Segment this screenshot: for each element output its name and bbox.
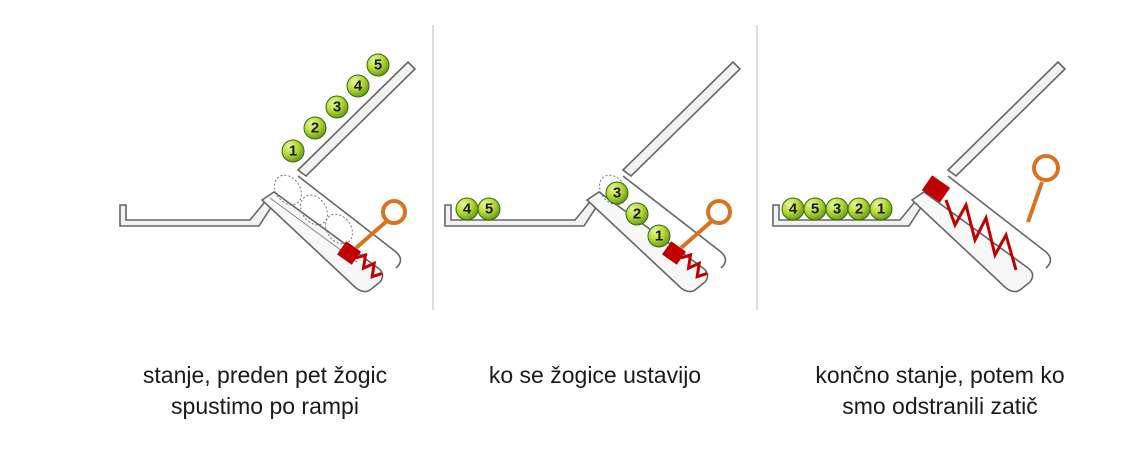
ball-1: 1 [647, 224, 671, 248]
launch-tube [910, 191, 1034, 293]
ball-4: 4 [781, 197, 805, 221]
pin-rod [1026, 181, 1044, 223]
ball-3: 3 [605, 181, 629, 205]
caption-stopped-line-1: ko se žogice ustavijo [488, 362, 702, 388]
svg-text:4: 4 [463, 201, 472, 218]
svg-text:2: 2 [855, 201, 863, 218]
ramp-upper [621, 60, 742, 178]
spring [355, 252, 383, 279]
svg-text:3: 3 [613, 185, 621, 202]
ball-1: 1 [869, 197, 893, 221]
spring [680, 252, 708, 279]
svg-text:5: 5 [485, 201, 493, 218]
pin-rod [679, 218, 715, 250]
ball-2: 2 [847, 197, 871, 221]
svg-text:3: 3 [833, 201, 841, 218]
svg-text:5: 5 [811, 201, 819, 218]
track-floor [119, 197, 279, 227]
ball-2: 2 [625, 202, 649, 226]
ball-5: 5 [803, 197, 827, 221]
ball-3: 3 [825, 197, 849, 221]
launch-tube [260, 191, 384, 293]
caption-stopped: ko se žogice ustavijo [440, 360, 750, 391]
svg-text:3: 3 [333, 99, 341, 116]
panel-before-apparatus: 1 2 3 4 5 [119, 53, 417, 293]
caption-before-line-1: stanje, preden pet žogic [142, 362, 388, 388]
pin-ring [381, 199, 407, 225]
ball-4: 4 [346, 74, 370, 98]
svg-text:2: 2 [633, 206, 641, 223]
ball-5: 5 [477, 197, 501, 221]
ramp-upper [296, 60, 417, 178]
svg-text:2: 2 [311, 120, 319, 137]
ball-5: 5 [366, 53, 390, 77]
plunger [921, 175, 951, 203]
ball-1: 1 [281, 139, 305, 163]
launch-tube [585, 191, 709, 293]
ball-2: 2 [303, 116, 327, 140]
ball-4: 4 [455, 197, 479, 221]
ball-3: 3 [325, 95, 349, 119]
plunger [662, 241, 686, 265]
pin-ring [1032, 154, 1060, 182]
ramp-upper [946, 60, 1067, 178]
panel-final-apparatus: 4 5 3 2 1 [772, 60, 1067, 293]
pin-rod [354, 218, 390, 250]
caption-final: končno stanje, potem ko smo odstranili z… [765, 360, 1115, 422]
svg-text:1: 1 [877, 201, 885, 218]
svg-text:4: 4 [789, 201, 798, 218]
panel-stopped-apparatus: 4 5 3 2 1 [444, 60, 742, 293]
svg-text:1: 1 [289, 143, 297, 160]
svg-text:5: 5 [374, 57, 382, 74]
svg-text:1: 1 [655, 228, 663, 245]
pin-ring [706, 199, 732, 225]
caption-before-line-2: spustimo po rampi [171, 393, 359, 419]
svg-text:4: 4 [354, 78, 363, 95]
caption-final-line-2: smo odstranili zatič [842, 393, 1038, 419]
plunger [337, 241, 361, 265]
spring [944, 199, 1018, 271]
caption-final-line-1: končno stanje, potem ko [815, 362, 1065, 388]
caption-before: stanje, preden pet žogic spustimo po ram… [100, 360, 430, 422]
